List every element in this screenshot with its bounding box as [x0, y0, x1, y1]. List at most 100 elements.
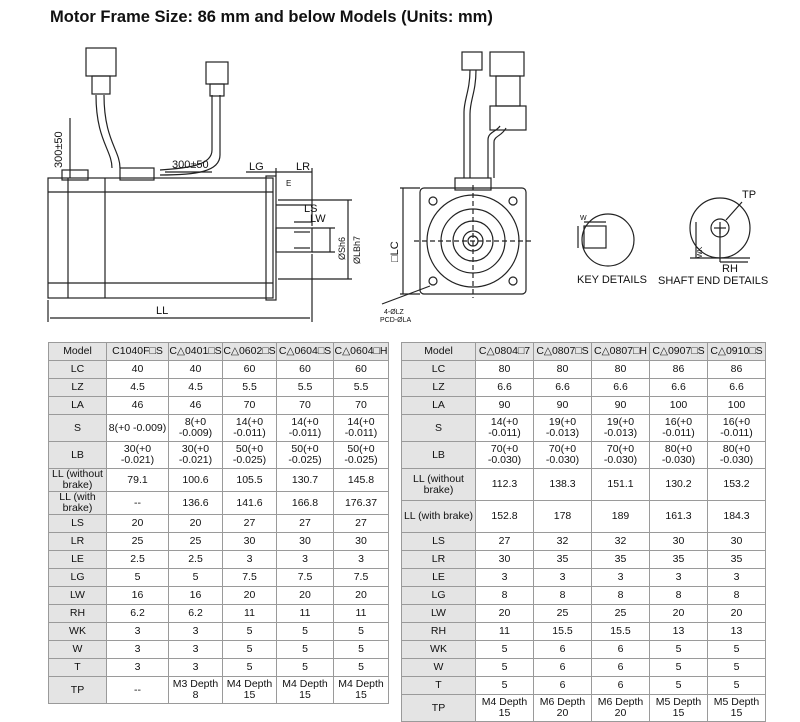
table-cell: 16	[106, 586, 169, 605]
table-cell: 8	[649, 586, 708, 605]
row-label: LZ	[48, 378, 107, 397]
table-cell: 5	[222, 640, 277, 659]
table-cell: 27	[475, 532, 534, 551]
table-cell: 3	[707, 568, 766, 587]
row-label: LB	[401, 441, 476, 469]
table-cell: 3	[649, 568, 708, 587]
row-label: LL (without brake)	[401, 468, 476, 501]
table-cell: 3	[106, 622, 169, 641]
table-cell: M4 Depth 15	[276, 676, 334, 704]
table-cell: 20	[168, 514, 223, 533]
table-cell: 5	[649, 640, 708, 659]
table-cell: 14(+0 -0.011)	[222, 414, 277, 442]
row-label: LC	[48, 360, 107, 379]
table-cell: 3	[106, 640, 169, 659]
table-cell: 4.5	[168, 378, 223, 397]
table-cell: 130.2	[649, 468, 708, 501]
table-cell: 8(+0 -0.009)	[106, 414, 169, 442]
table-cell: 14(+0 -0.011)	[276, 414, 334, 442]
tp-label: TP	[742, 189, 756, 201]
table-cell: 70	[276, 396, 334, 415]
row-label: LS	[48, 514, 107, 533]
table-cell: 3	[222, 550, 277, 569]
row-label: LR	[401, 550, 476, 569]
table-cell: 8	[533, 586, 592, 605]
table-cell: 3	[106, 658, 169, 677]
table-cell: 35	[707, 550, 766, 569]
table-cell: 50(+0 -0.025)	[333, 441, 389, 469]
table-cell: 4.5	[106, 378, 169, 397]
table-cell: 5	[707, 640, 766, 659]
table-cell: 11	[222, 604, 277, 623]
page-title: Motor Frame Size: 86 mm and below Models…	[50, 8, 493, 26]
table-cell: 20	[222, 586, 277, 605]
row-label: LS	[401, 532, 476, 551]
shaft-diameter-label: ØSh6	[337, 237, 347, 260]
table-cell: 13	[649, 622, 708, 641]
table-cell: 25	[591, 604, 650, 623]
motor-shaft	[275, 227, 313, 253]
table-cell: 19(+0 -0.013)	[591, 414, 650, 442]
key-details-label: KEY DETAILS	[577, 274, 647, 286]
lb-diameter-label: ØLBh7	[352, 236, 362, 264]
header-model-name: C△0807□H	[591, 342, 650, 361]
cable-length-horizontal-label: 300±50	[172, 159, 209, 171]
header-model: Model	[401, 342, 476, 361]
table-cell: 153.2	[707, 468, 766, 501]
table-cell: 30	[649, 532, 708, 551]
table-cell: 3	[276, 550, 334, 569]
table-cell: 20	[649, 604, 708, 623]
table-cell: 32	[591, 532, 650, 551]
table-cell: 2.5	[168, 550, 223, 569]
lg-label: LG	[249, 161, 264, 173]
table-cell: 6.6	[533, 378, 592, 397]
front-encoder-plug	[461, 51, 483, 71]
table-cell: 14(+0 -0.011)	[333, 414, 389, 442]
table-cell: 5	[649, 658, 708, 677]
table-cell: 46	[106, 396, 169, 415]
table-cell: 27	[333, 514, 389, 533]
table-cell: 20	[475, 604, 534, 623]
table-cell: 16	[168, 586, 223, 605]
table-cell: 50(+0 -0.025)	[276, 441, 334, 469]
table-cell: 60	[333, 360, 389, 379]
row-label: LA	[401, 396, 476, 415]
table-cell: 8(+0 -0.009)	[168, 414, 223, 442]
table-cell: 90	[591, 396, 650, 415]
table-cell: 80(+0 -0.030)	[649, 441, 708, 469]
table-cell: 189	[591, 500, 650, 533]
table-cell: --	[106, 491, 169, 515]
table-cell: 30	[276, 532, 334, 551]
table-cell: 14(+0 -0.011)	[475, 414, 534, 442]
table-cell: 145.8	[333, 468, 389, 492]
table-cell: 70	[222, 396, 277, 415]
table-cell: 6	[533, 640, 592, 659]
table-cell: 30	[222, 532, 277, 551]
table-cell: M4 Depth 15	[222, 676, 277, 704]
table-cell: 3	[591, 568, 650, 587]
table-cell: 130.7	[276, 468, 334, 492]
table-cell: 70(+0 -0.030)	[591, 441, 650, 469]
table-cell: 6	[533, 676, 592, 695]
wk-label: WK	[697, 246, 704, 258]
table-cell: 5	[222, 622, 277, 641]
row-label: S	[48, 414, 107, 442]
table-cell: 80	[533, 360, 592, 379]
table-cell: 3	[168, 640, 223, 659]
shaft-end-details-label: SHAFT END DETAILS	[658, 275, 768, 287]
